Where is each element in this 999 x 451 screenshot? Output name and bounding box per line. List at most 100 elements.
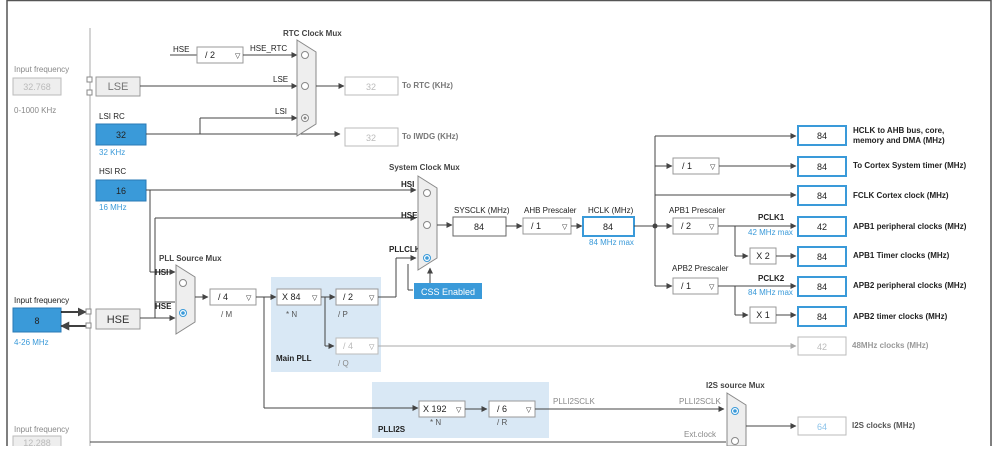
output-fclk-field[interactable] bbox=[797, 185, 847, 206]
lse-input-field[interactable] bbox=[12, 77, 62, 96]
hse-input-value: 8 bbox=[34, 316, 39, 326]
output-fclk-value: 84 bbox=[817, 191, 827, 201]
output-fclk-label: FCLK Cortex clock (MHz) bbox=[853, 191, 949, 200]
sysclk-label: SYSCLK (MHz) bbox=[454, 206, 510, 215]
iwdg-output-value: 32 bbox=[366, 133, 376, 143]
chevron-down-icon: ▽ bbox=[709, 284, 715, 291]
output-apb2-timer-value: 84 bbox=[817, 312, 827, 322]
pll-p-value: / 2 bbox=[343, 292, 353, 302]
bottom-input-label: Input frequency bbox=[14, 425, 69, 434]
plli2s-n-value: X 192 bbox=[423, 404, 447, 414]
hsi-value: 16 bbox=[116, 186, 126, 196]
output-cortex-timer-field[interactable] bbox=[797, 156, 847, 177]
output-hclk-value: 84 bbox=[817, 131, 827, 141]
lse-range: 0-1000 KHz bbox=[14, 106, 56, 115]
chevron-down-icon: ▽ bbox=[312, 295, 318, 302]
sysclk-value: 84 bbox=[474, 222, 484, 232]
rtc-div-value: / 2 bbox=[205, 50, 215, 60]
chevron-down-icon: ▽ bbox=[526, 407, 532, 414]
hclk-value: 84 bbox=[603, 222, 613, 232]
pclk1-max: 42 MHz max bbox=[748, 228, 793, 237]
pll-m-value: / 4 bbox=[218, 292, 228, 302]
hsi-label: HSI RC bbox=[99, 167, 126, 176]
pll-n-label: * N bbox=[286, 310, 297, 319]
chevron-down-icon: ▽ bbox=[710, 164, 716, 171]
hse-block-label: HSE bbox=[107, 314, 130, 326]
chevron-down-icon: ▽ bbox=[369, 344, 375, 351]
pll-m-label: / M bbox=[221, 310, 232, 319]
rtc-lsi-label: LSI bbox=[275, 107, 287, 116]
pll-source-mux[interactable] bbox=[175, 264, 196, 335]
ahb-prescaler-label: AHB Prescaler bbox=[524, 206, 577, 215]
output-hclk: 84 HCLK to AHB bus, core, memory and DMA… bbox=[797, 125, 945, 146]
rtc-output-value: 32 bbox=[366, 82, 376, 92]
i2s-plli2sclk-label: PLLI2SCLK bbox=[679, 397, 721, 406]
pclk1-label: PCLK1 bbox=[758, 213, 785, 222]
output-apb2-timer-field[interactable] bbox=[797, 306, 847, 327]
ahb-prescaler-value: / 1 bbox=[531, 221, 541, 231]
i2s-ext-label: Ext.clock bbox=[684, 430, 717, 439]
hclk-max: 84 MHz max bbox=[589, 238, 634, 247]
pclk2-label: PCLK2 bbox=[758, 274, 785, 283]
chevron-down-icon: ▽ bbox=[456, 407, 462, 414]
lsi-label: LSI RC bbox=[99, 112, 125, 121]
output-apb1-timer-field[interactable] bbox=[797, 246, 847, 267]
plli2s-r-label: / R bbox=[497, 418, 507, 427]
rtc-output-label: To RTC (KHz) bbox=[402, 81, 453, 90]
pll-source-hsi-label: HSI bbox=[155, 268, 168, 277]
output-apb1-timer-label: APB1 Timer clocks (MHz) bbox=[853, 251, 950, 260]
output-apb2-periph-field[interactable] bbox=[797, 276, 847, 297]
output-apb1-periph-value: 42 bbox=[817, 222, 827, 232]
output-hclk-label2: memory and DMA (MHz) bbox=[853, 136, 945, 145]
plli2s-r-value: / 6 bbox=[497, 404, 507, 414]
plli2s-title: PLLI2S bbox=[378, 425, 406, 434]
hclk-label: HCLK (MHz) bbox=[588, 206, 634, 215]
output-apb1-periph-label: APB1 peripheral clocks (MHz) bbox=[853, 222, 967, 231]
main-pll-title: Main PLL bbox=[276, 354, 312, 363]
css-enabled-button[interactable] bbox=[414, 283, 482, 299]
lsi-freq: 32 KHz bbox=[99, 148, 125, 157]
usb-output-field bbox=[797, 336, 847, 356]
hse-input-field[interactable] bbox=[12, 307, 62, 333]
pll-q-label: / Q bbox=[338, 359, 349, 368]
hse-block[interactable] bbox=[95, 308, 141, 330]
output-hclk-label: HCLK to AHB bus, core, bbox=[853, 126, 944, 135]
output-apb2-periph: 84 APB2 peripheral clocks (MHz) bbox=[797, 276, 967, 297]
output-cortex-timer: 84 To Cortex System timer (MHz) bbox=[797, 156, 967, 177]
output-apb2-periph-value: 84 bbox=[817, 282, 827, 292]
chevron-down-icon: ▽ bbox=[246, 295, 252, 302]
pll-p-label: / P bbox=[338, 310, 348, 319]
rtc-lse-label: LSE bbox=[273, 75, 288, 84]
i2s-output-label: I2S clocks (MHz) bbox=[852, 421, 915, 430]
sysmux-hsi-label: HSI bbox=[401, 180, 414, 189]
hsi-freq: 16 MHz bbox=[99, 203, 127, 212]
output-fclk: 84 FCLK Cortex clock (MHz) bbox=[797, 185, 949, 206]
i2s-output-field bbox=[797, 416, 847, 436]
pll-source-hse-label: HSE bbox=[155, 302, 172, 311]
output-apb1-periph-field[interactable] bbox=[797, 216, 847, 237]
apb2-prescaler-value: / 1 bbox=[681, 281, 691, 291]
sysmux-hse-label: HSE bbox=[401, 211, 418, 220]
sysmux-pllclk-label: PLLCLK bbox=[389, 245, 421, 254]
plli2s-n-label: * N bbox=[430, 418, 441, 427]
usb-output-value: 42 bbox=[817, 342, 827, 352]
iwdg-output-label: To IWDG (KHz) bbox=[402, 132, 459, 141]
iwdg-output-field bbox=[344, 127, 399, 147]
output-apb2-periph-label: APB2 peripheral clocks (MHz) bbox=[853, 281, 967, 290]
bottom-input-value: 12.288 bbox=[23, 438, 51, 446]
usb-output-label: 48MHz clocks (MHz) bbox=[852, 341, 929, 350]
lse-block-label: LSE bbox=[108, 81, 129, 93]
apb1-prescaler-label: APB1 Prescaler bbox=[669, 206, 726, 215]
i2s-mux-title: I2S source Mux bbox=[706, 381, 765, 390]
hse-range: 4-26 MHz bbox=[14, 338, 49, 347]
output-cortex-timer-value: 84 bbox=[817, 162, 827, 172]
pll-n-value: X 84 bbox=[282, 292, 301, 302]
output-apb2-timer-label: APB2 timer clocks (MHz) bbox=[853, 312, 948, 321]
pll-source-mux-title: PLL Source Mux bbox=[159, 254, 222, 263]
output-hclk-field[interactable] bbox=[797, 125, 847, 146]
chevron-down-icon: ▽ bbox=[369, 295, 375, 302]
rtc-hse-rtc-label: HSE_RTC bbox=[250, 44, 287, 53]
cortex-div-value: / 1 bbox=[682, 161, 692, 171]
css-enabled-label: CSS Enabled bbox=[421, 287, 475, 297]
output-apb1-periph: 42 APB1 peripheral clocks (MHz) bbox=[797, 216, 967, 237]
